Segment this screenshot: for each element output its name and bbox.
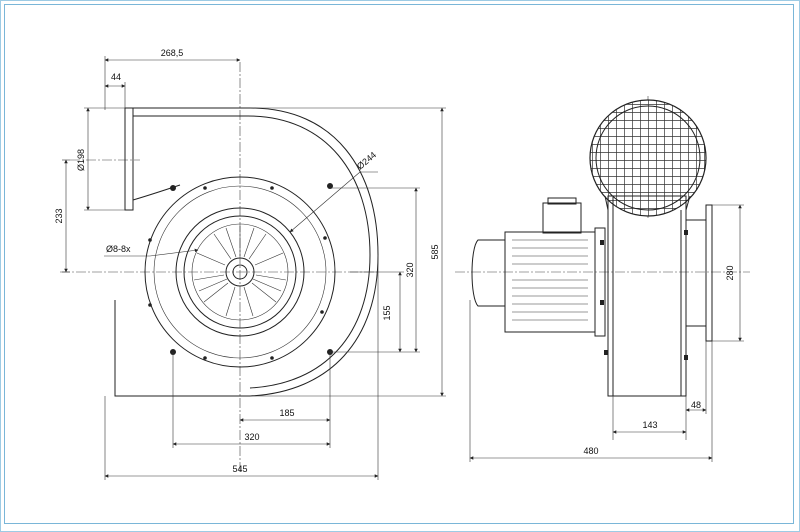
dim-shaft-to-base: 155 (382, 305, 392, 320)
dim-total-width: 545 (232, 464, 247, 474)
front-view: 268,5 44 Ø198 233 Ø244 Ø8-8x 320 585 (54, 48, 446, 480)
shaft (232, 264, 248, 280)
dim-housing-depth: 143 (642, 420, 657, 430)
motor-flange (594, 227, 606, 337)
drawing-frame (4, 4, 794, 524)
dim-total-length: 480 (583, 446, 598, 456)
dim-outlet-height: 233 (54, 208, 64, 223)
inlet-ring-outer (175, 207, 305, 337)
motor-end-cap (471, 239, 506, 307)
dim-holes: Ø8-8x (106, 244, 131, 254)
motor (471, 197, 606, 337)
dim-outlet-diameter: Ø198 (76, 149, 86, 171)
dim-outlet-offset: 268,5 (161, 48, 184, 58)
dim-half-base: 185 (279, 408, 294, 418)
scroll-inner-line (133, 115, 371, 389)
dim-base-width: 320 (244, 432, 259, 442)
terminal-box (542, 202, 582, 234)
inlet-cone (685, 219, 707, 327)
side-view: 280 48 143 480 (455, 96, 750, 462)
motor-body (504, 231, 596, 333)
dim-total-height: 585 (430, 244, 440, 259)
housing-side (607, 195, 687, 397)
dim-flange-offset: 48 (691, 400, 701, 410)
scroll-housing (114, 107, 379, 397)
outlet-flange (124, 107, 134, 211)
hub (225, 257, 255, 287)
side-bolts (600, 230, 688, 360)
bolt-holes (148, 183, 333, 360)
inlet-ring (183, 215, 297, 329)
dim-flange-height: 280 (725, 265, 735, 280)
impeller-rim (191, 223, 289, 321)
inlet-flange (705, 204, 713, 342)
dim-inlet-diameter: Ø244 (355, 150, 378, 172)
impeller-blades (193, 226, 287, 317)
outlet-grille (589, 99, 707, 217)
dim-flange-depth: 44 (111, 72, 121, 82)
dim-hole-circle-height: 320 (405, 262, 415, 277)
cutoff-tongue (132, 184, 181, 201)
motor-fins (512, 239, 588, 321)
back-plate-inner (153, 185, 327, 359)
back-plate (144, 176, 336, 368)
